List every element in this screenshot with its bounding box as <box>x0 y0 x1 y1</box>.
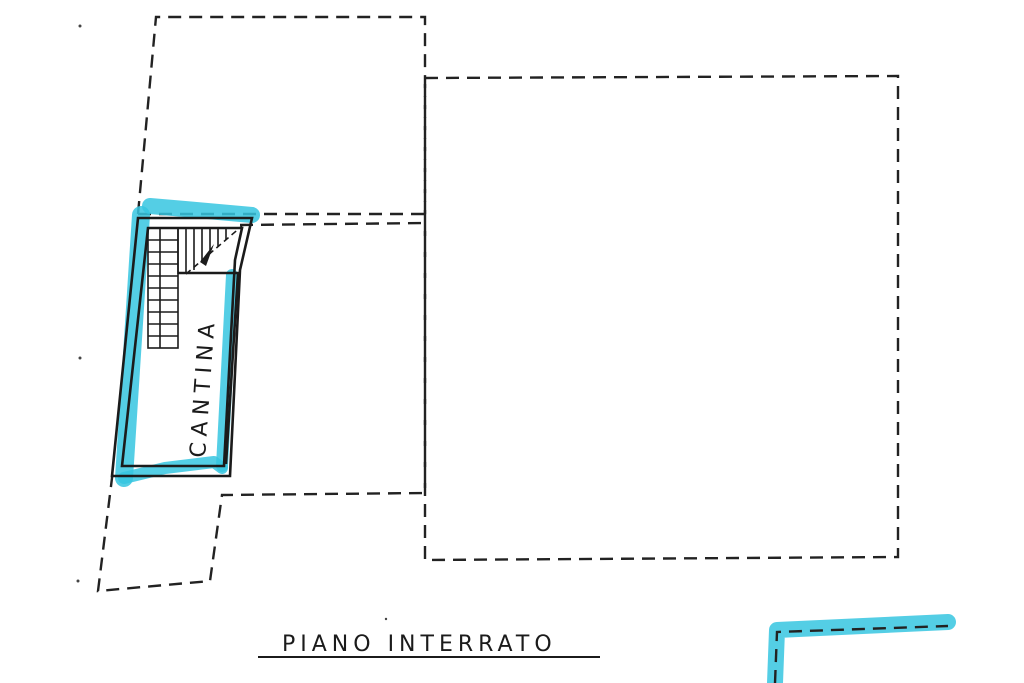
cellar-highlight-right <box>216 269 238 472</box>
dividing-dashed-line-lower <box>239 221 426 227</box>
right-dashed-building <box>423 74 900 562</box>
cellar-highlight-top <box>142 198 260 223</box>
cellar-room-outline <box>178 271 240 465</box>
middle-dashed-area <box>96 223 427 593</box>
adjacent-highlight-fragment <box>767 614 956 683</box>
floor-title: PIANO INTERRATO <box>282 632 557 657</box>
stair-direction-arrow-icon <box>200 244 214 266</box>
room-label-cantina: CANTINA <box>186 317 221 459</box>
cellar-highlight-left <box>115 206 150 487</box>
cellar-outer-wall <box>110 216 254 478</box>
staircase <box>147 225 243 349</box>
scan-specks <box>76 24 388 621</box>
upper-left-dashed-zone <box>136 15 427 219</box>
